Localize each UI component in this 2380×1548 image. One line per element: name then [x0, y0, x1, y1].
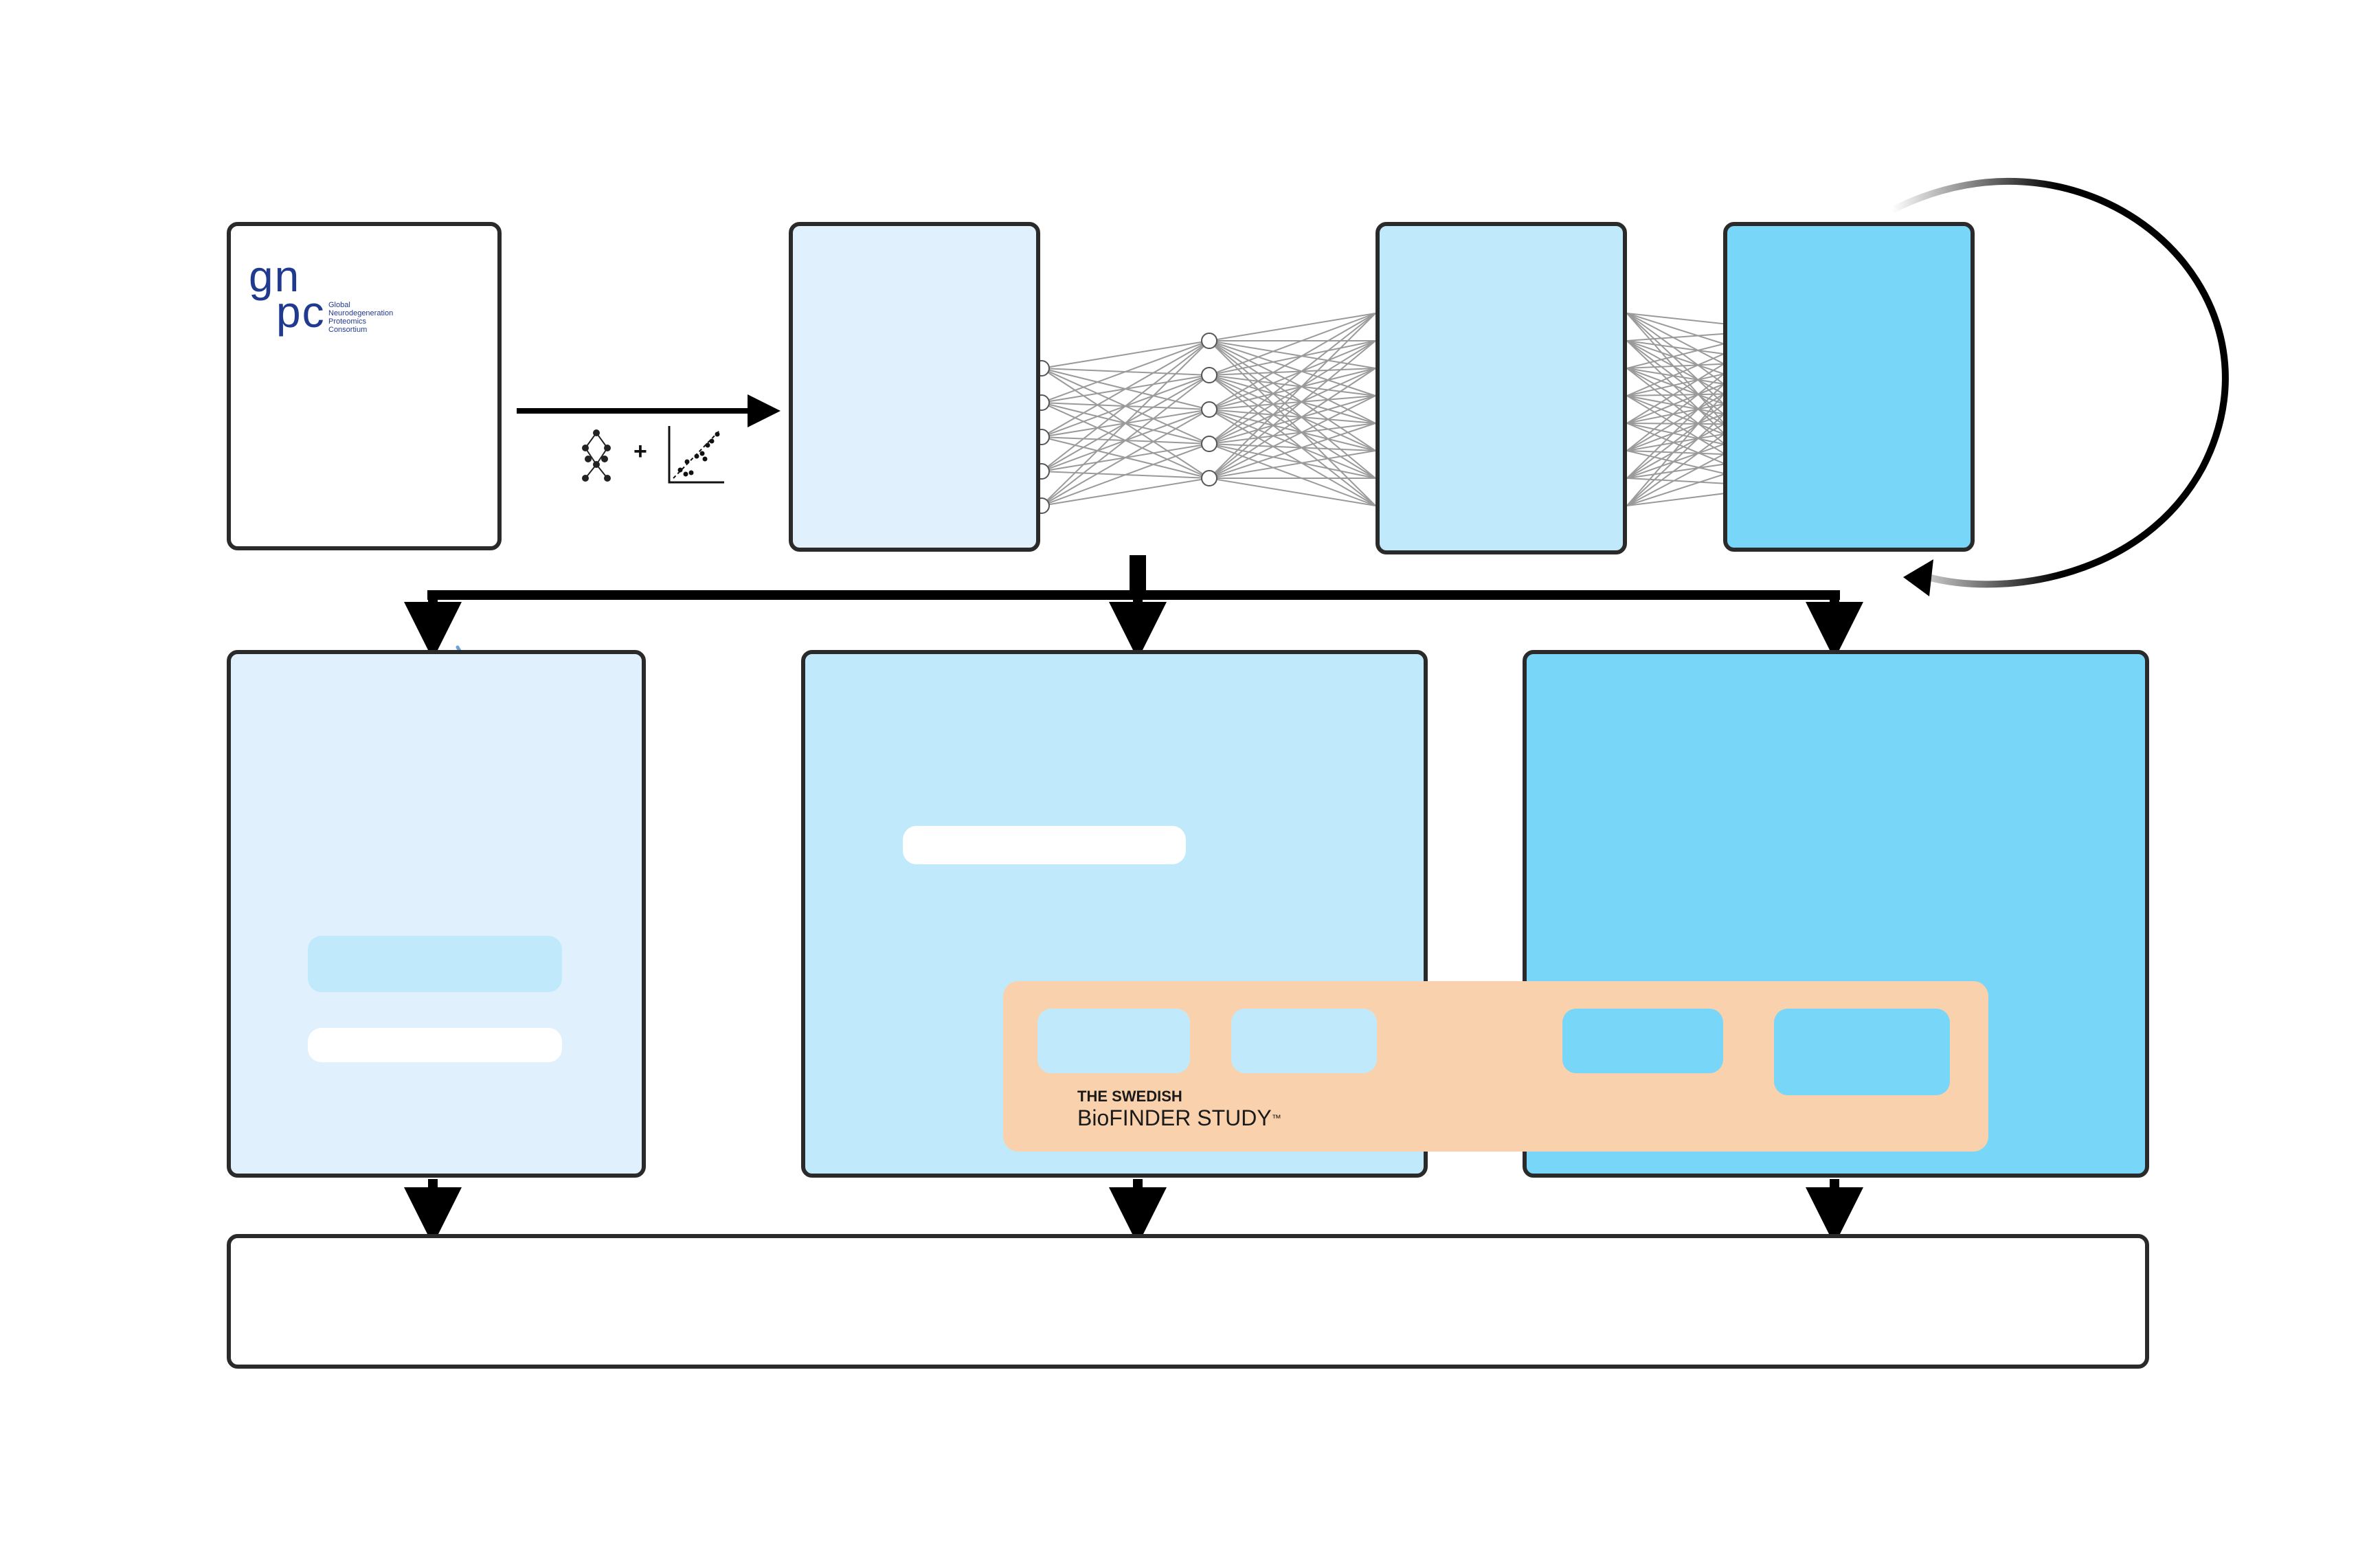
nn-edge [1209, 395, 1376, 445]
gnpc-data-box [227, 222, 502, 550]
nn-edge [1209, 443, 1376, 506]
latent-layer-box [1376, 222, 1627, 554]
nn-edge [1209, 423, 1376, 445]
nn-edge [1041, 340, 1210, 472]
nn-edge [1209, 409, 1376, 451]
network-node [601, 456, 608, 462]
scatter-point [705, 442, 710, 448]
nn-node [1201, 470, 1217, 486]
results-box [227, 1234, 2149, 1369]
center-box-a [1037, 1009, 1190, 1073]
center-panel-white-bar [903, 826, 1186, 864]
panel-left [227, 650, 646, 1178]
nn-edge [1209, 374, 1376, 451]
nn-edge [1209, 450, 1376, 479]
right-box-a [1562, 1009, 1723, 1073]
network-node [585, 456, 592, 462]
network-edge [585, 432, 597, 449]
nn-edge [1209, 374, 1376, 506]
network-edge [585, 464, 597, 479]
nn-edge [1209, 478, 1376, 506]
nn-edge [1209, 443, 1376, 451]
scatter-point [683, 471, 688, 477]
loop-arrow-head [1903, 559, 1933, 596]
biofinder-logo-name: BioFINDER STUDY [1077, 1106, 1272, 1130]
scatter-point [694, 453, 699, 459]
scatter-point [688, 470, 694, 475]
scatter-point [715, 431, 720, 437]
nn-edge [1041, 340, 1210, 403]
nn-edge [1209, 368, 1376, 410]
nn-edge [1209, 368, 1376, 445]
scatter-point [709, 438, 715, 444]
nn-edge [1209, 313, 1376, 479]
neural-network-icon [1041, 313, 1780, 506]
nn-edge [1209, 395, 1376, 479]
scatter-plot-icon [668, 426, 724, 484]
nn-edge [1041, 340, 1210, 438]
loop-arrow-icon [1890, 178, 2229, 588]
nn-edge [1209, 340, 1376, 376]
nn-edge [1209, 313, 1376, 376]
gnpc-logo-pc: pc [276, 287, 326, 337]
nn-edge [1209, 395, 1376, 410]
nn-edge [1209, 368, 1376, 376]
nn-edge [1041, 374, 1210, 506]
protein-input-box [789, 222, 1040, 552]
nn-edge [1209, 340, 1376, 410]
left-panel-white-bar [308, 1028, 562, 1062]
nn-edge [1209, 423, 1376, 479]
nn-edge [1209, 374, 1376, 396]
nn-edge [1209, 409, 1376, 424]
left-panel-light-bar [308, 936, 562, 992]
network-edge [596, 447, 608, 465]
nn-edge [1209, 313, 1376, 341]
nn-edge [1041, 409, 1210, 506]
network-edge [596, 432, 608, 449]
biofinder-logo-line2: BioFINDER STUDY™ [1077, 1106, 1281, 1130]
nn-edge [1209, 340, 1376, 445]
biofinder-logo-line1: THE SWEDISH [1077, 1088, 1182, 1105]
center-box-b [1231, 1009, 1377, 1073]
nn-edge [1209, 340, 1376, 396]
nn-node [1201, 333, 1217, 349]
nn-node [1201, 401, 1217, 418]
gnpc-logo-line2: Neurodegeneration [328, 309, 394, 317]
scatter-point [699, 451, 705, 456]
gnpc-logo-line4: Consortium [328, 326, 368, 334]
nn-edge [1209, 313, 1376, 410]
network-edge [585, 447, 597, 465]
right-box-b [1774, 1009, 1950, 1095]
nn-edge [1041, 478, 1210, 506]
scatter-axes [668, 426, 724, 484]
network-edge [596, 464, 608, 479]
output-classes-box [1723, 222, 1975, 552]
plus-sign: + [633, 438, 647, 464]
nn-node [1201, 367, 1217, 383]
nn-edge [1209, 409, 1376, 479]
scatter-point [702, 456, 708, 462]
nn-edge [1209, 313, 1376, 445]
biofinder-logo-tm: ™ [1271, 1112, 1281, 1123]
gnpc-logo-gn: gn [249, 251, 301, 301]
scatter-point [684, 459, 690, 464]
nn-edge [1041, 340, 1210, 369]
nn-edge [1209, 409, 1376, 506]
network-icon [582, 429, 611, 482]
nn-edge [1209, 340, 1376, 479]
nn-node [1201, 436, 1217, 452]
nn-edge [1041, 340, 1210, 506]
nn-edge [1041, 443, 1210, 506]
nn-edge [1209, 374, 1376, 424]
nn-edge [1209, 368, 1376, 479]
scatter-point [677, 467, 683, 473]
gnpc-logo-line3: Proteomics [328, 317, 367, 326]
gnpc-logo-line1: Global [328, 301, 350, 309]
nn-edge [1209, 443, 1376, 479]
nn-edge [1209, 374, 1376, 479]
